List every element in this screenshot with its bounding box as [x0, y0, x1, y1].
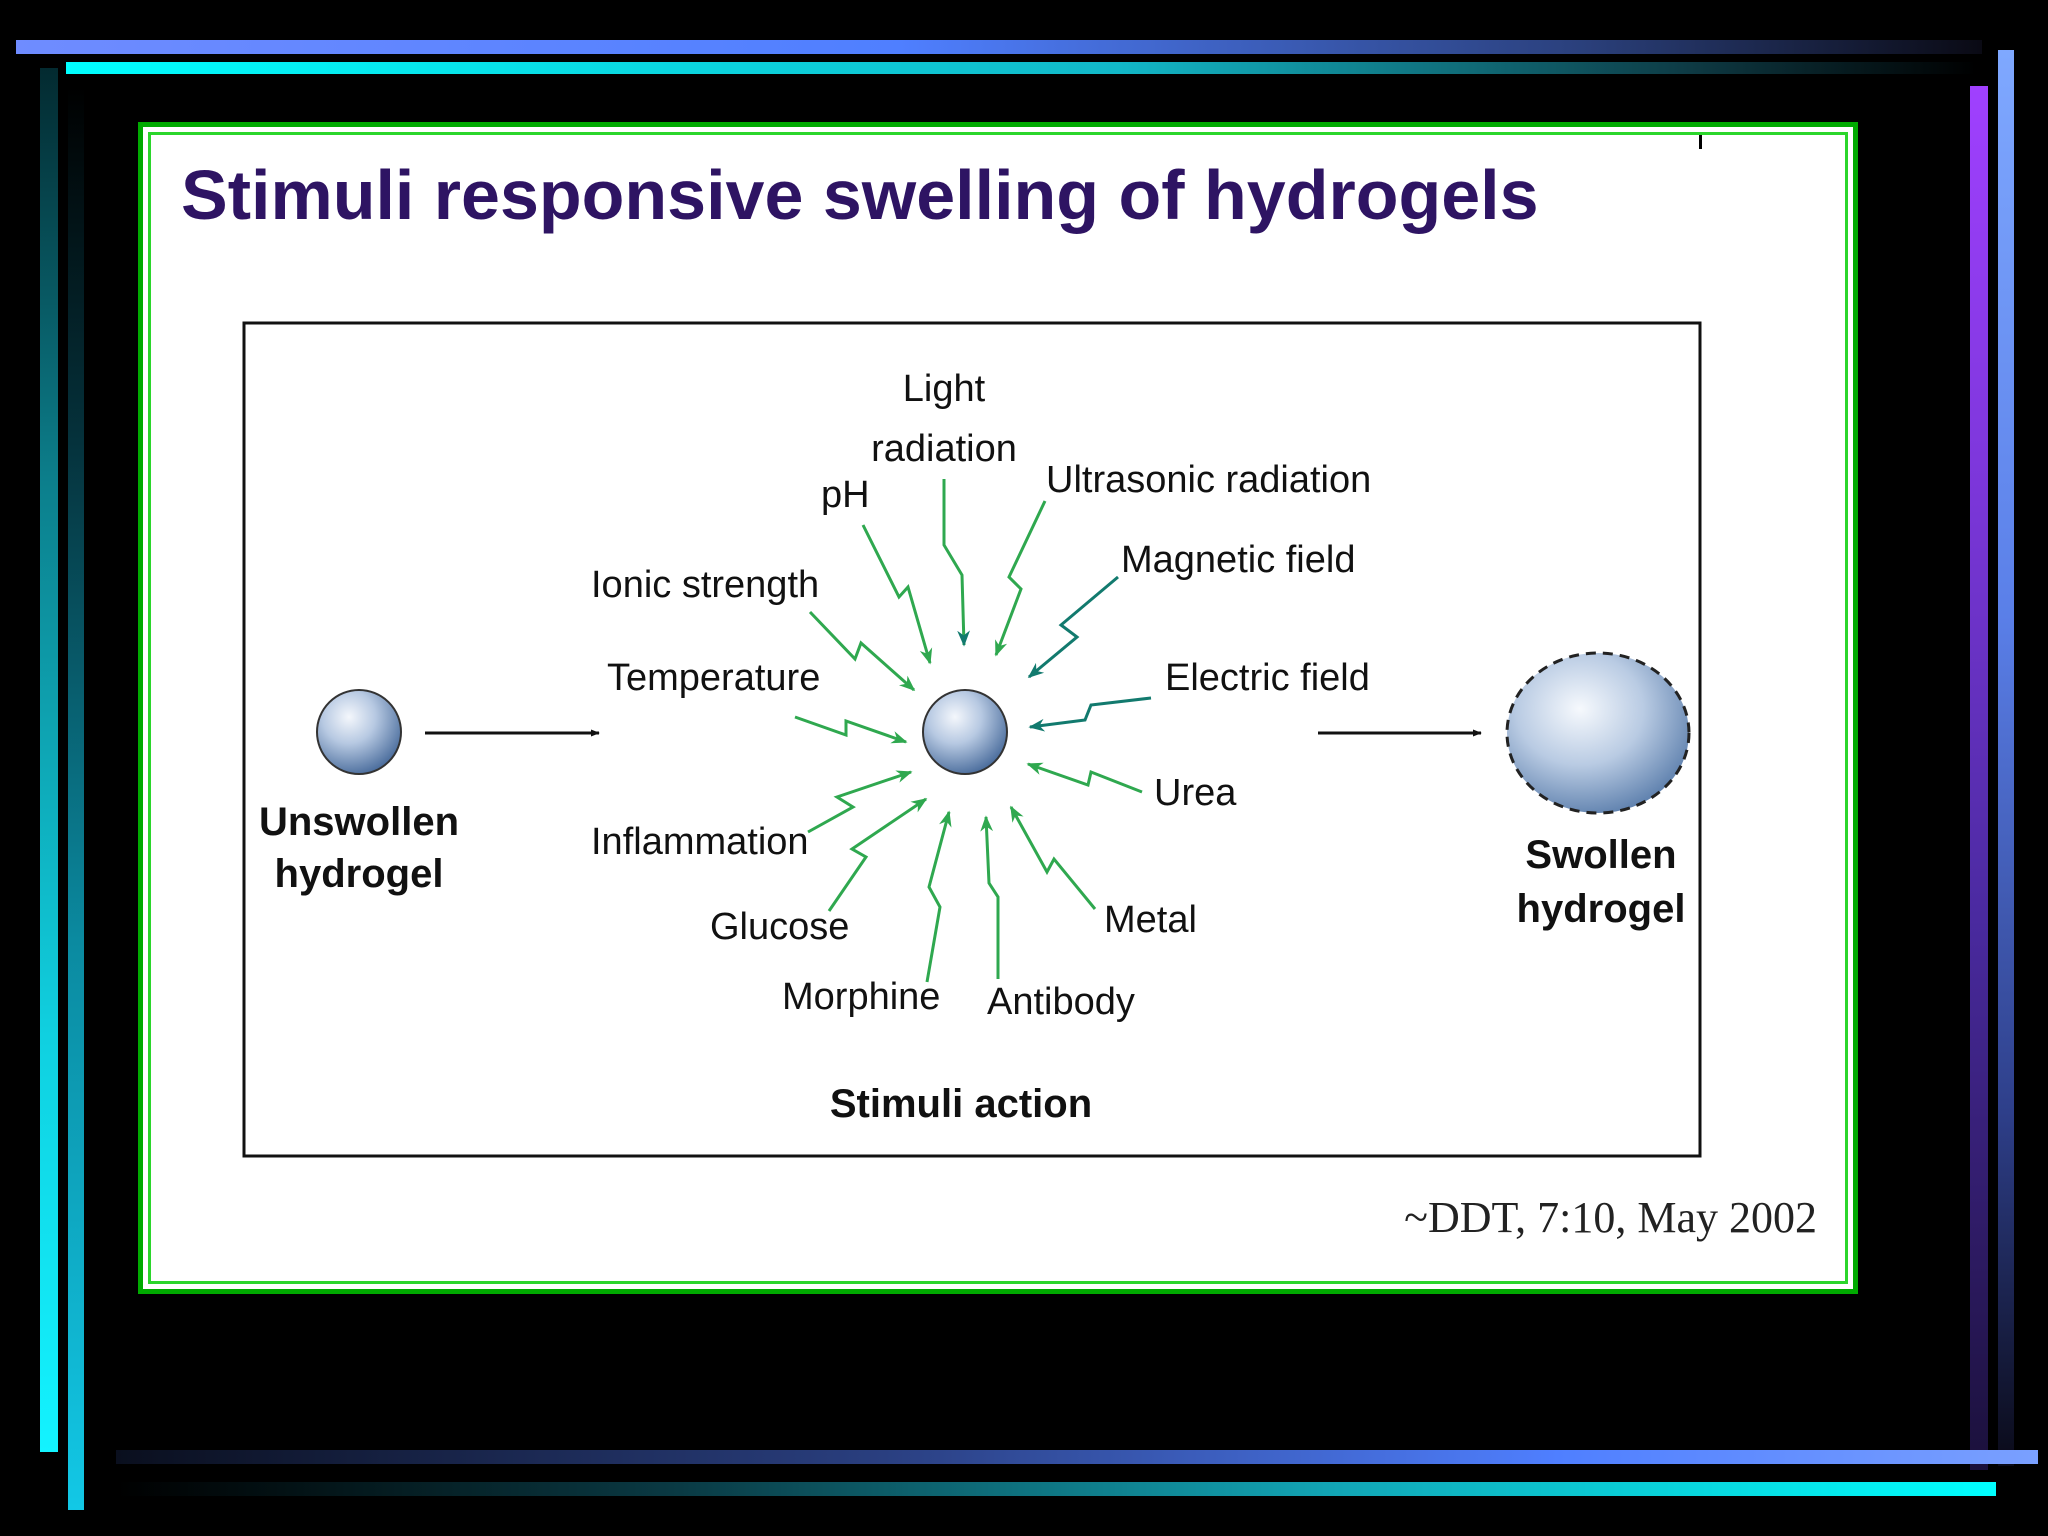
citation: ~DDT, 7:10, May 2002	[1404, 1193, 1817, 1242]
stimulus-label-light-2: radiation	[871, 428, 1017, 470]
swollen-label-line2: hydrogel	[1517, 887, 1686, 931]
arrow-ultrasonic	[994, 500, 1047, 657]
arrow-electric	[1028, 696, 1152, 732]
stimulus-label-magnetic: Magnetic field	[1121, 539, 1355, 581]
title-tick-mark	[1699, 135, 1702, 149]
hydrogel-diagram: Unswollen hydrogel Light radiation Ultra…	[242, 321, 1702, 1158]
decorative-bar	[68, 86, 84, 1510]
stimulus-label-ionic: Ionic strength	[591, 564, 819, 606]
decorative-bar	[116, 1482, 1996, 1496]
decorative-bar	[1970, 86, 1988, 1470]
unswollen-label-line1: Unswollen	[259, 800, 459, 844]
decorative-bar	[16, 40, 1982, 54]
stimulus-label-temperature: Temperature	[607, 657, 820, 699]
stimulus-label-electric: Electric field	[1165, 657, 1370, 699]
stimulated-hydrogel-sphere	[922, 689, 1008, 775]
stimulus-label-inflammation: Inflammation	[591, 821, 809, 863]
unswollen-hydrogel-sphere	[316, 689, 402, 775]
arrow-morphine	[925, 810, 952, 983]
arrow-temperature	[794, 715, 908, 744]
arrow-light	[942, 479, 970, 647]
swollen-label-line1: Swollen	[1525, 833, 1676, 877]
stimulus-label-glucose: Glucose	[710, 906, 849, 948]
decorative-bar	[116, 1450, 2038, 1464]
arrow-urea	[1026, 762, 1143, 794]
arrow-antibody	[980, 815, 1000, 979]
arrow-ionic	[808, 610, 916, 692]
decorative-bar	[1998, 50, 2014, 1466]
arrow-glucose	[827, 797, 928, 912]
stimulus-label-ultrasonic: Ultrasonic radiation	[1046, 459, 1371, 501]
stimulus-label-antibody: Antibody	[987, 981, 1135, 1023]
stimulus-label-light: Light	[903, 368, 986, 410]
stimulus-label-urea: Urea	[1154, 772, 1237, 814]
stimulus-label-morphine: Morphine	[782, 976, 940, 1018]
stimuli-action-caption: Stimuli action	[830, 1082, 1092, 1126]
swollen-hydrogel-sphere	[1505, 651, 1691, 815]
arrow-ph	[861, 524, 933, 665]
arrow-magnetic	[1027, 575, 1119, 679]
decorative-bar	[40, 68, 58, 1452]
decorative-bar	[66, 62, 1976, 74]
slide-panel: Stimuli responsive swelling of hydrogels	[138, 122, 1858, 1294]
stimulus-label-metal: Metal	[1104, 899, 1197, 941]
arrow-inflammation	[807, 770, 913, 834]
arrow-metal	[1009, 805, 1097, 910]
unswollen-label-line2: hydrogel	[275, 852, 444, 896]
stimulus-label-ph: pH	[821, 474, 870, 516]
slide-title: Stimuli responsive swelling of hydrogels	[181, 156, 1539, 234]
